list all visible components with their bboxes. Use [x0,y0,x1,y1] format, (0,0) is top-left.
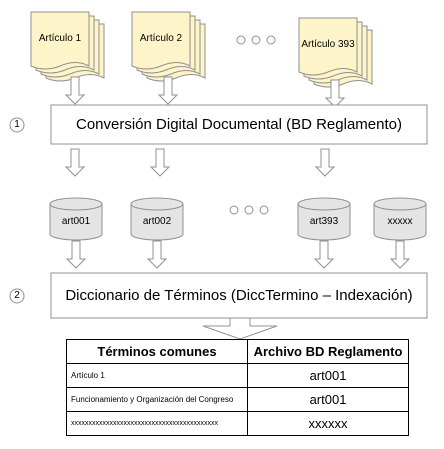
arrow-step1-db2 [150,148,170,177]
header-archivo: Archivo BD Reglamento [247,339,409,364]
step2-number: 2 [14,290,20,301]
database-cylinder-1 [49,197,103,241]
database-label-2: art002 [142,216,172,227]
step1-title: Conversión Digital Documental (BD Reglam… [76,116,402,133]
arrow-db1-step2 [66,240,86,269]
database-cylinder-4 [373,197,427,241]
step1-marker [9,117,25,133]
file-cell: art001 [247,363,409,388]
table-row: Funcionamiento y Organización del Congre… [66,387,409,412]
terms-table: Términos comunes Archivo BD Reglamento A… [66,339,409,436]
header-terminos: Términos comunes [66,339,248,364]
document-stack-2 [131,11,206,82]
file-cell: art001 [247,387,409,412]
database-cylinder-3 [297,197,351,241]
step1-number: 1 [14,119,20,130]
arrow-db2-step2 [147,240,167,269]
document-label-2: Artículo 2 [139,33,183,44]
term-cell: Funcionamiento y Organización del Congre… [66,387,248,412]
table-row: Artículo 1 art001 [66,363,409,388]
step2-marker [9,288,25,304]
arrow-step2-table [202,317,278,340]
step2-title: Diccionario de Términos (DiccTermino – I… [65,287,413,304]
database-label-3: art393 [309,216,339,227]
database-label-1: art001 [61,216,91,227]
step1-box [50,104,428,145]
database-cylinder-2 [130,197,184,241]
table-row: xxxxxxxxxxxxxxxxxxxxxxxxxxxxxxxxxxxxxxxx… [66,411,409,436]
arrow-step1-db3 [315,148,335,177]
ellipsis-dots-middle [229,205,269,215]
arrow-db4-step2 [390,240,410,269]
arrow-step1-db1 [65,148,85,177]
term-cell: xxxxxxxxxxxxxxxxxxxxxxxxxxxxxxxxxxxxxxxx… [66,411,248,436]
file-cell: xxxxxx [247,411,409,436]
document-stack-1 [30,11,105,82]
document-stack-3 [298,17,373,88]
term-cell: Artículo 1 [66,363,248,388]
database-label-4: xxxxx [387,216,413,227]
document-label-3: Artículo 393 [301,39,355,50]
arrow-doc1-down [65,76,85,105]
arrow-db3-step2 [314,240,334,269]
table-header-row: Términos comunes Archivo BD Reglamento [66,339,409,364]
ellipsis-dots-top [236,35,276,45]
document-label-1: Artículo 1 [38,33,82,44]
